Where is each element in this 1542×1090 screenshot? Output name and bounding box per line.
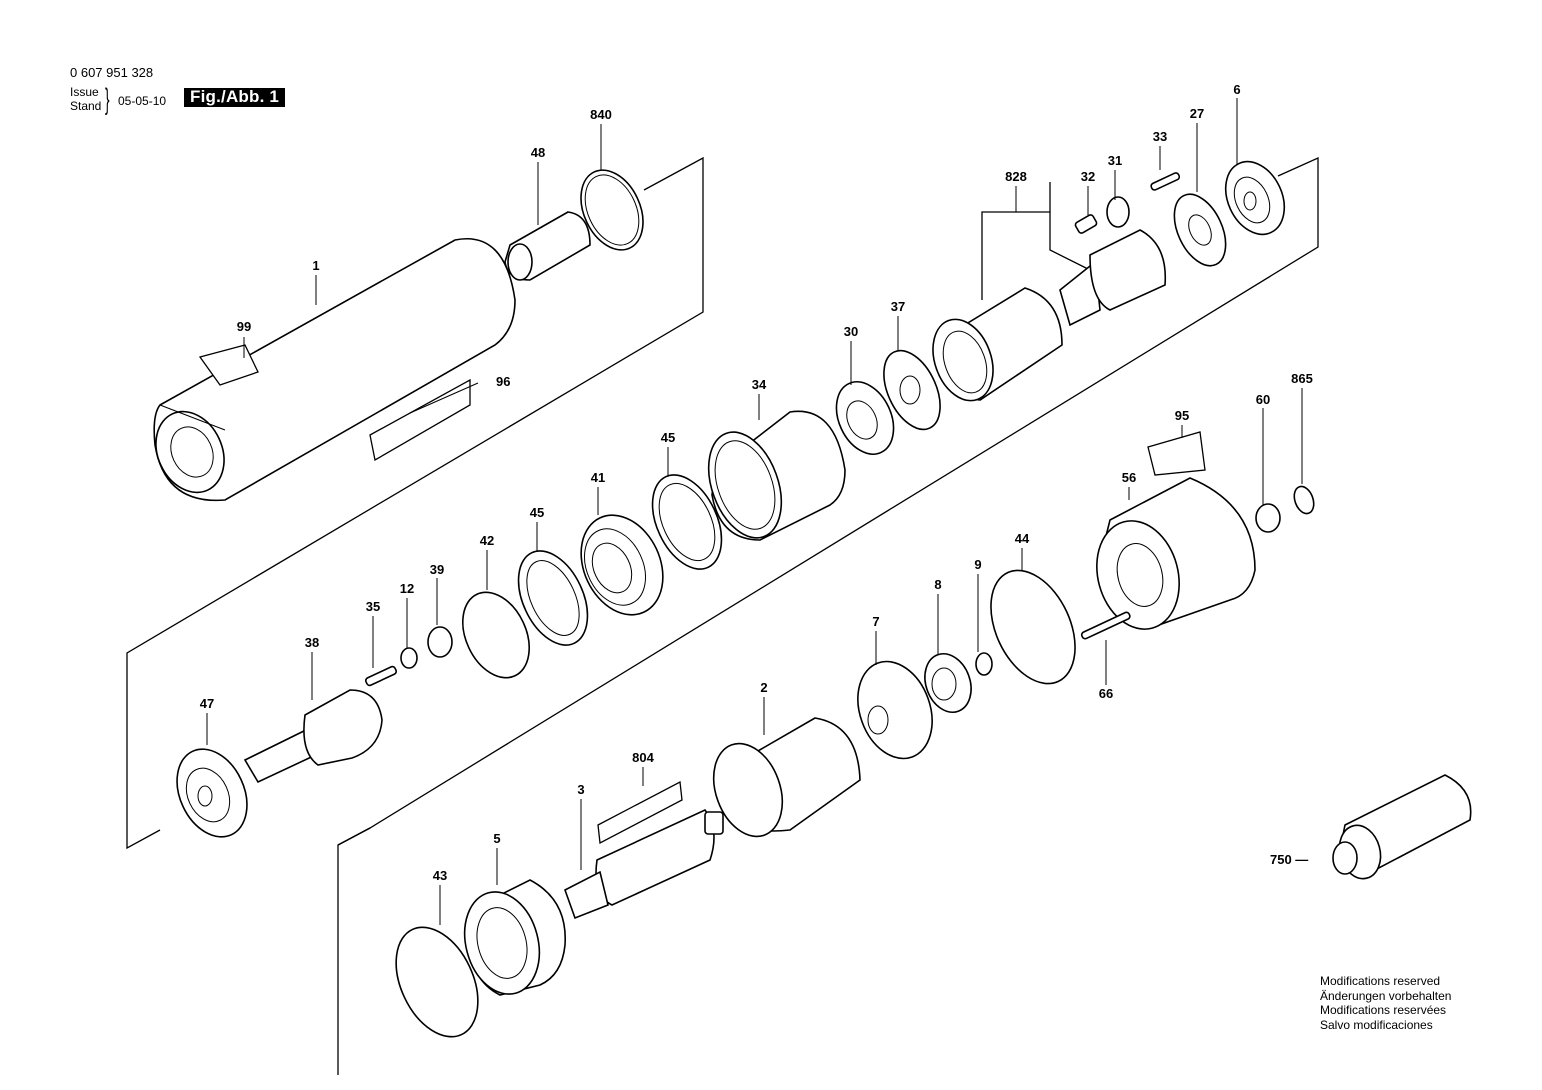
part-27-washer	[1173, 193, 1227, 267]
callout-30: 30	[844, 324, 858, 339]
part-42-o-ring	[462, 591, 530, 679]
part-7-end-plate	[857, 660, 933, 760]
callout-6: 6	[1233, 82, 1240, 97]
callout-32: 32	[1081, 169, 1095, 184]
callout-96: 96	[496, 374, 510, 389]
callout-43: 43	[433, 868, 447, 883]
callout-47: 47	[200, 696, 214, 711]
callout-1: 1	[312, 258, 319, 273]
part-39-pinion	[427, 626, 453, 658]
callout-27: 27	[1190, 106, 1204, 121]
leader-lines	[206, 98, 1303, 925]
callout-828: 828	[1005, 169, 1027, 184]
part-31-pinion	[1106, 196, 1130, 228]
part-6-bearing	[1224, 160, 1286, 236]
part-47-bearing	[176, 748, 248, 838]
part-828-gear-carrier	[932, 229, 1167, 402]
callout-35: 35	[366, 599, 380, 614]
figure-label: Fig./Abb. 1	[184, 88, 286, 107]
callout-38: 38	[305, 635, 319, 650]
callout-34: 34	[752, 377, 767, 392]
part-30-bearing	[835, 381, 895, 455]
callout-95: 95	[1175, 408, 1189, 423]
part-5-ring-gear	[463, 879, 566, 996]
part-35-pin	[364, 665, 398, 687]
issue-label: Issue Stand	[70, 85, 102, 113]
callout-45-upper: 45	[661, 430, 675, 445]
part-32-pin	[1074, 214, 1098, 234]
part-2-cylinder	[712, 717, 861, 838]
part-43-o-ring	[395, 926, 479, 1038]
callout-labels: 1 99 96 48 840 828 32 31 33 27 6 37 30 3…	[200, 82, 1313, 883]
issue-date: 05-05-10	[118, 94, 167, 108]
part-60-screw	[1255, 503, 1281, 533]
callout-42: 42	[480, 533, 494, 548]
callout-3: 3	[577, 782, 584, 797]
callout-7: 7	[872, 614, 879, 629]
callout-33: 33	[1153, 129, 1167, 144]
part-12-washer	[400, 647, 418, 669]
part-45-ring-lower	[517, 550, 589, 646]
callout-9: 9	[974, 557, 981, 572]
callout-2: 2	[760, 680, 767, 695]
modifications-notes: Modifications reserved Änderungen vorbeh…	[1320, 974, 1451, 1032]
callout-41: 41	[591, 470, 605, 485]
callout-8: 8	[934, 577, 941, 592]
part-804-vanes	[597, 780, 683, 845]
part-number: 0 607 951 328	[70, 65, 154, 80]
callout-840: 840	[590, 107, 612, 122]
callout-5: 5	[493, 831, 500, 846]
note-spanish: Salvo modificaciones	[1320, 1017, 1433, 1032]
callout-56: 56	[1122, 470, 1136, 485]
callout-99: 99	[237, 319, 251, 334]
issue-brace: }	[105, 83, 110, 116]
part-38-spindle	[243, 689, 383, 784]
callout-37: 37	[891, 299, 905, 314]
callout-48: 48	[531, 145, 545, 160]
part-34-cylinder	[707, 410, 846, 541]
callout-66: 66	[1099, 686, 1113, 701]
note-english: Modifications reserved	[1320, 974, 1441, 988]
part-3-rotor	[564, 809, 724, 920]
part-750-silencer	[1332, 774, 1472, 880]
part-33-pin	[1150, 172, 1181, 191]
part-66-pin	[1080, 611, 1131, 640]
part-48-sleeve	[504, 211, 591, 281]
callout-60: 60	[1256, 392, 1270, 407]
part-45-ring-upper	[651, 474, 723, 570]
part-41-bearing	[580, 514, 664, 616]
callout-45-lower: 45	[530, 505, 544, 520]
part-95-label	[1147, 431, 1206, 476]
part-37-washer	[883, 349, 941, 431]
note-french: Modifications reservées	[1320, 1003, 1447, 1017]
callout-39: 39	[430, 562, 444, 577]
part-44-o-ring	[990, 569, 1076, 685]
part-56-end-cap	[1096, 477, 1256, 630]
note-german: Änderungen vorbehalten	[1320, 988, 1452, 1003]
callout-12: 12	[400, 581, 414, 596]
part-1-housing	[153, 238, 516, 502]
callout-750: 750 —	[1270, 852, 1308, 867]
part-865-ring	[1293, 485, 1315, 515]
callout-804: 804	[632, 750, 654, 765]
callout-44: 44	[1015, 531, 1030, 546]
callout-31: 31	[1108, 153, 1122, 168]
callout-865: 865	[1291, 371, 1313, 386]
part-9-ring	[975, 652, 993, 676]
